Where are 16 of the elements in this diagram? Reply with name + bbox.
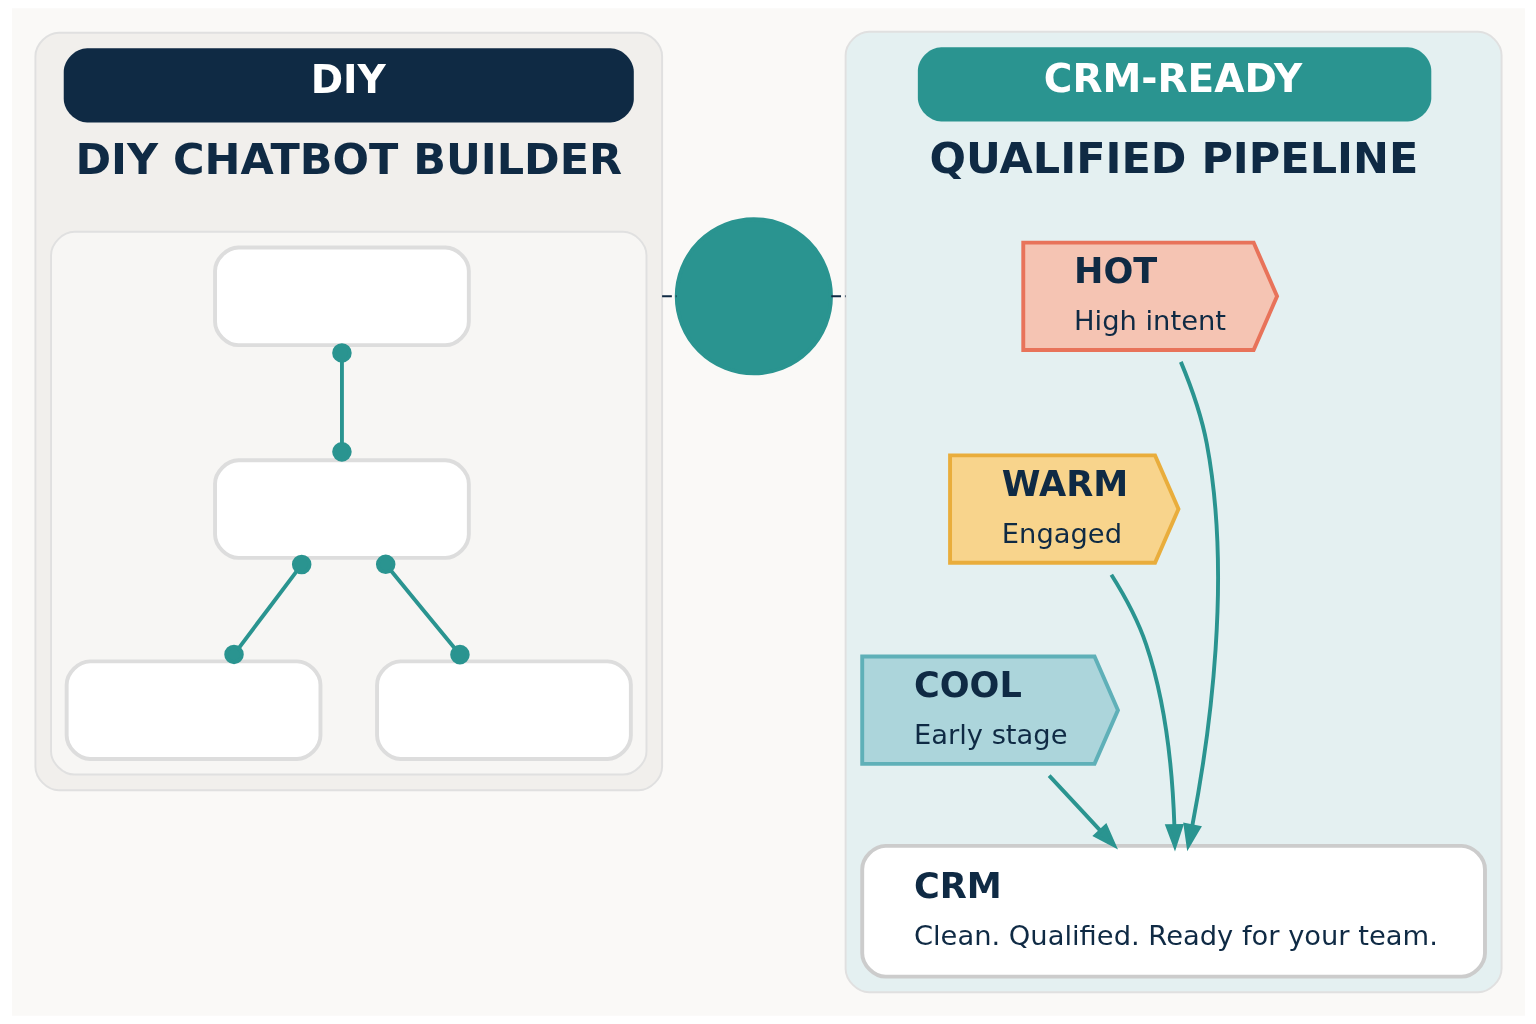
- node-box: CRM Clean. Qualified. Ready for your team.: [859, 843, 1487, 979]
- node-box: [212, 245, 471, 348]
- node-box: [212, 458, 471, 560]
- arrow: [1047, 774, 1118, 850]
- connector: [829, 295, 847, 298]
- node-circle: [674, 217, 833, 376]
- connector: [660, 295, 677, 298]
- cluster: [49, 230, 647, 776]
- arrow: [1178, 361, 1220, 852]
- arrow: [1109, 573, 1184, 852]
- node-box: [64, 659, 322, 761]
- connector: [375, 554, 470, 665]
- connector: [223, 554, 311, 665]
- node-box: [374, 659, 633, 761]
- connector: [331, 343, 352, 462]
- cluster: DIY DIY CHATBOT BUILDER: [33, 31, 663, 792]
